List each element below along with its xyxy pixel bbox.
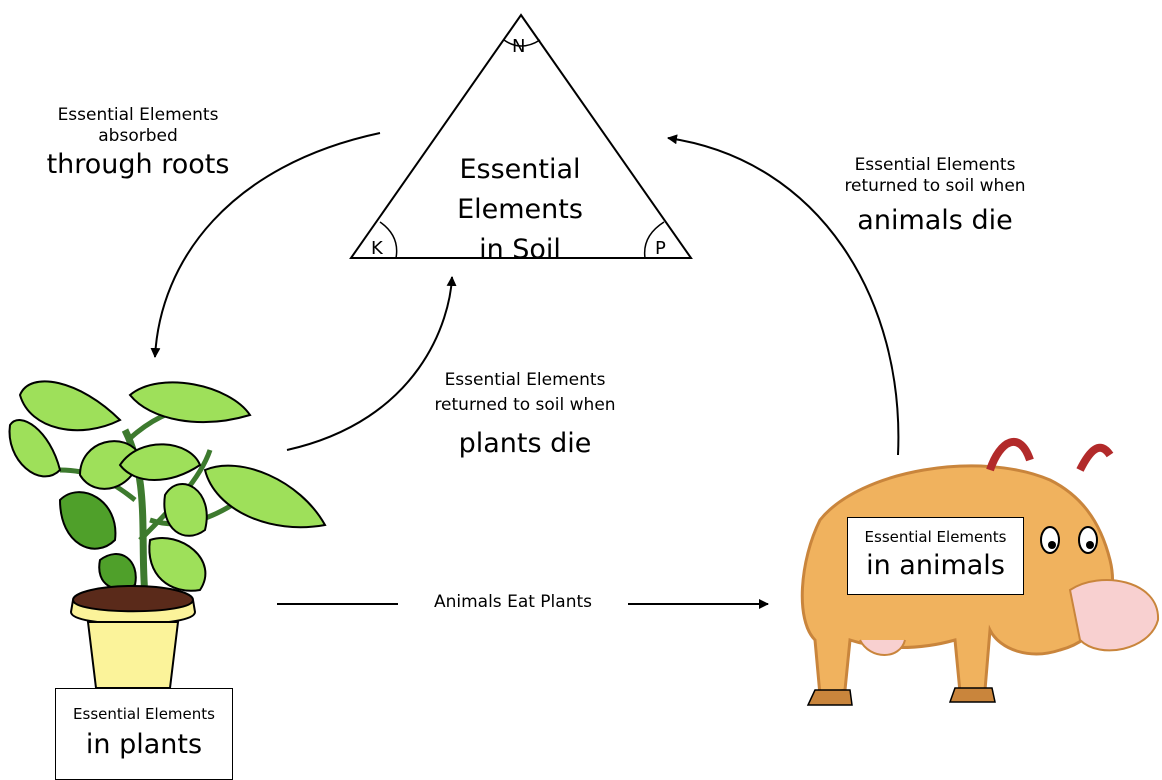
plants-box-line-2: in plants — [56, 729, 232, 760]
soil-title: Essential Elements in Soil — [440, 150, 600, 270]
plants-die-line-3: plants die — [400, 427, 650, 461]
animals-box-line-1: Essential Elements — [848, 528, 1023, 546]
plant-illustration — [10, 381, 325, 688]
vertex-n-label: N — [512, 36, 525, 59]
plants-die-label: Essential Elements returned to soil when… — [400, 370, 650, 460]
plants-box: Essential Elements in plants — [55, 688, 233, 780]
soil-title-line-1: Essential — [440, 150, 600, 190]
eat-label: Animals Eat Plants — [400, 592, 626, 613]
animals-die-line-3: animals die — [810, 204, 1060, 238]
soil-title-line-2: Elements — [440, 190, 600, 230]
animals-die-label: Essential Elements returned to soil when… — [810, 155, 1060, 237]
vertex-p-label: P — [655, 238, 666, 261]
plants-box-line-1: Essential Elements — [56, 705, 232, 723]
animals-box-line-2: in animals — [848, 550, 1023, 581]
vertex-k-label: K — [371, 238, 383, 261]
soil-title-line-3: in Soil — [440, 230, 600, 270]
animals-die-line-2: returned to soil when — [810, 176, 1060, 197]
animals-box: Essential Elements in animals — [847, 517, 1024, 595]
roots-label-line-1: Essential Elements — [18, 105, 258, 126]
plants-die-line-1: Essential Elements — [400, 370, 650, 391]
animals-die-line-1: Essential Elements — [810, 155, 1060, 176]
roots-label: Essential Elements absorbed through root… — [18, 105, 258, 181]
roots-label-line-3: through roots — [18, 148, 258, 182]
plants-die-line-2: returned to soil when — [400, 395, 650, 416]
roots-label-line-2: absorbed — [18, 126, 258, 147]
